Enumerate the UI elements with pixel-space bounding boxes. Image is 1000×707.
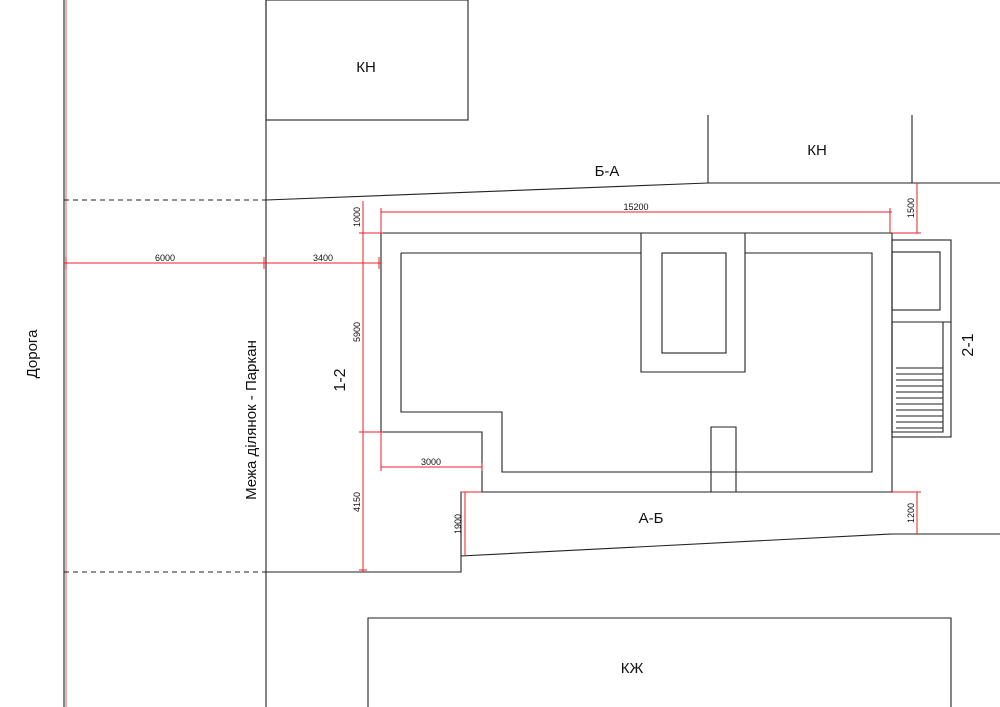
label-kzh: КЖ xyxy=(621,660,644,677)
dim-4150-text: 4150 xyxy=(352,492,362,512)
dim-1200-text: 1200 xyxy=(906,503,916,523)
label-boundary-fence: Межа ділянок - Паркан xyxy=(243,340,260,500)
house-inner-wall xyxy=(400,252,873,473)
terrace-edge xyxy=(460,491,482,556)
label-section-12: 1-2 xyxy=(332,368,349,391)
label-kn-top: КН xyxy=(356,59,376,76)
dim-3400-text: 3400 xyxy=(313,253,333,263)
label-section-21: 2-1 xyxy=(960,333,977,356)
dim-1000-text: 1000 xyxy=(352,207,362,227)
shaft-bottom xyxy=(710,426,737,492)
dim-1900-text: 1900 xyxy=(453,514,463,534)
building-kzh xyxy=(367,617,952,707)
building-kn-top xyxy=(265,0,469,121)
annex-outer xyxy=(891,239,952,438)
dim-15200-text: 15200 xyxy=(623,202,648,212)
dim-3000-text: 3000 xyxy=(421,457,441,467)
dim-6000-text: 6000 xyxy=(155,253,175,263)
dim-5900-text: 5900 xyxy=(352,322,362,342)
chimney-block-inner xyxy=(661,252,727,354)
label-kn-right: КН xyxy=(807,142,827,159)
stair-steps xyxy=(896,367,943,429)
plot-boundary-upper xyxy=(265,182,1000,201)
annex-stair-frame xyxy=(891,322,944,433)
house-outer-wall xyxy=(380,232,893,493)
label-road: Дорога xyxy=(24,329,41,378)
label-section-ba: Б-А xyxy=(595,163,620,180)
label-section-ab: А-Б xyxy=(639,510,664,527)
plot-boundary-lower xyxy=(266,533,1000,573)
dim-1500-text: 1500 xyxy=(906,198,916,218)
annex-room xyxy=(891,251,941,311)
